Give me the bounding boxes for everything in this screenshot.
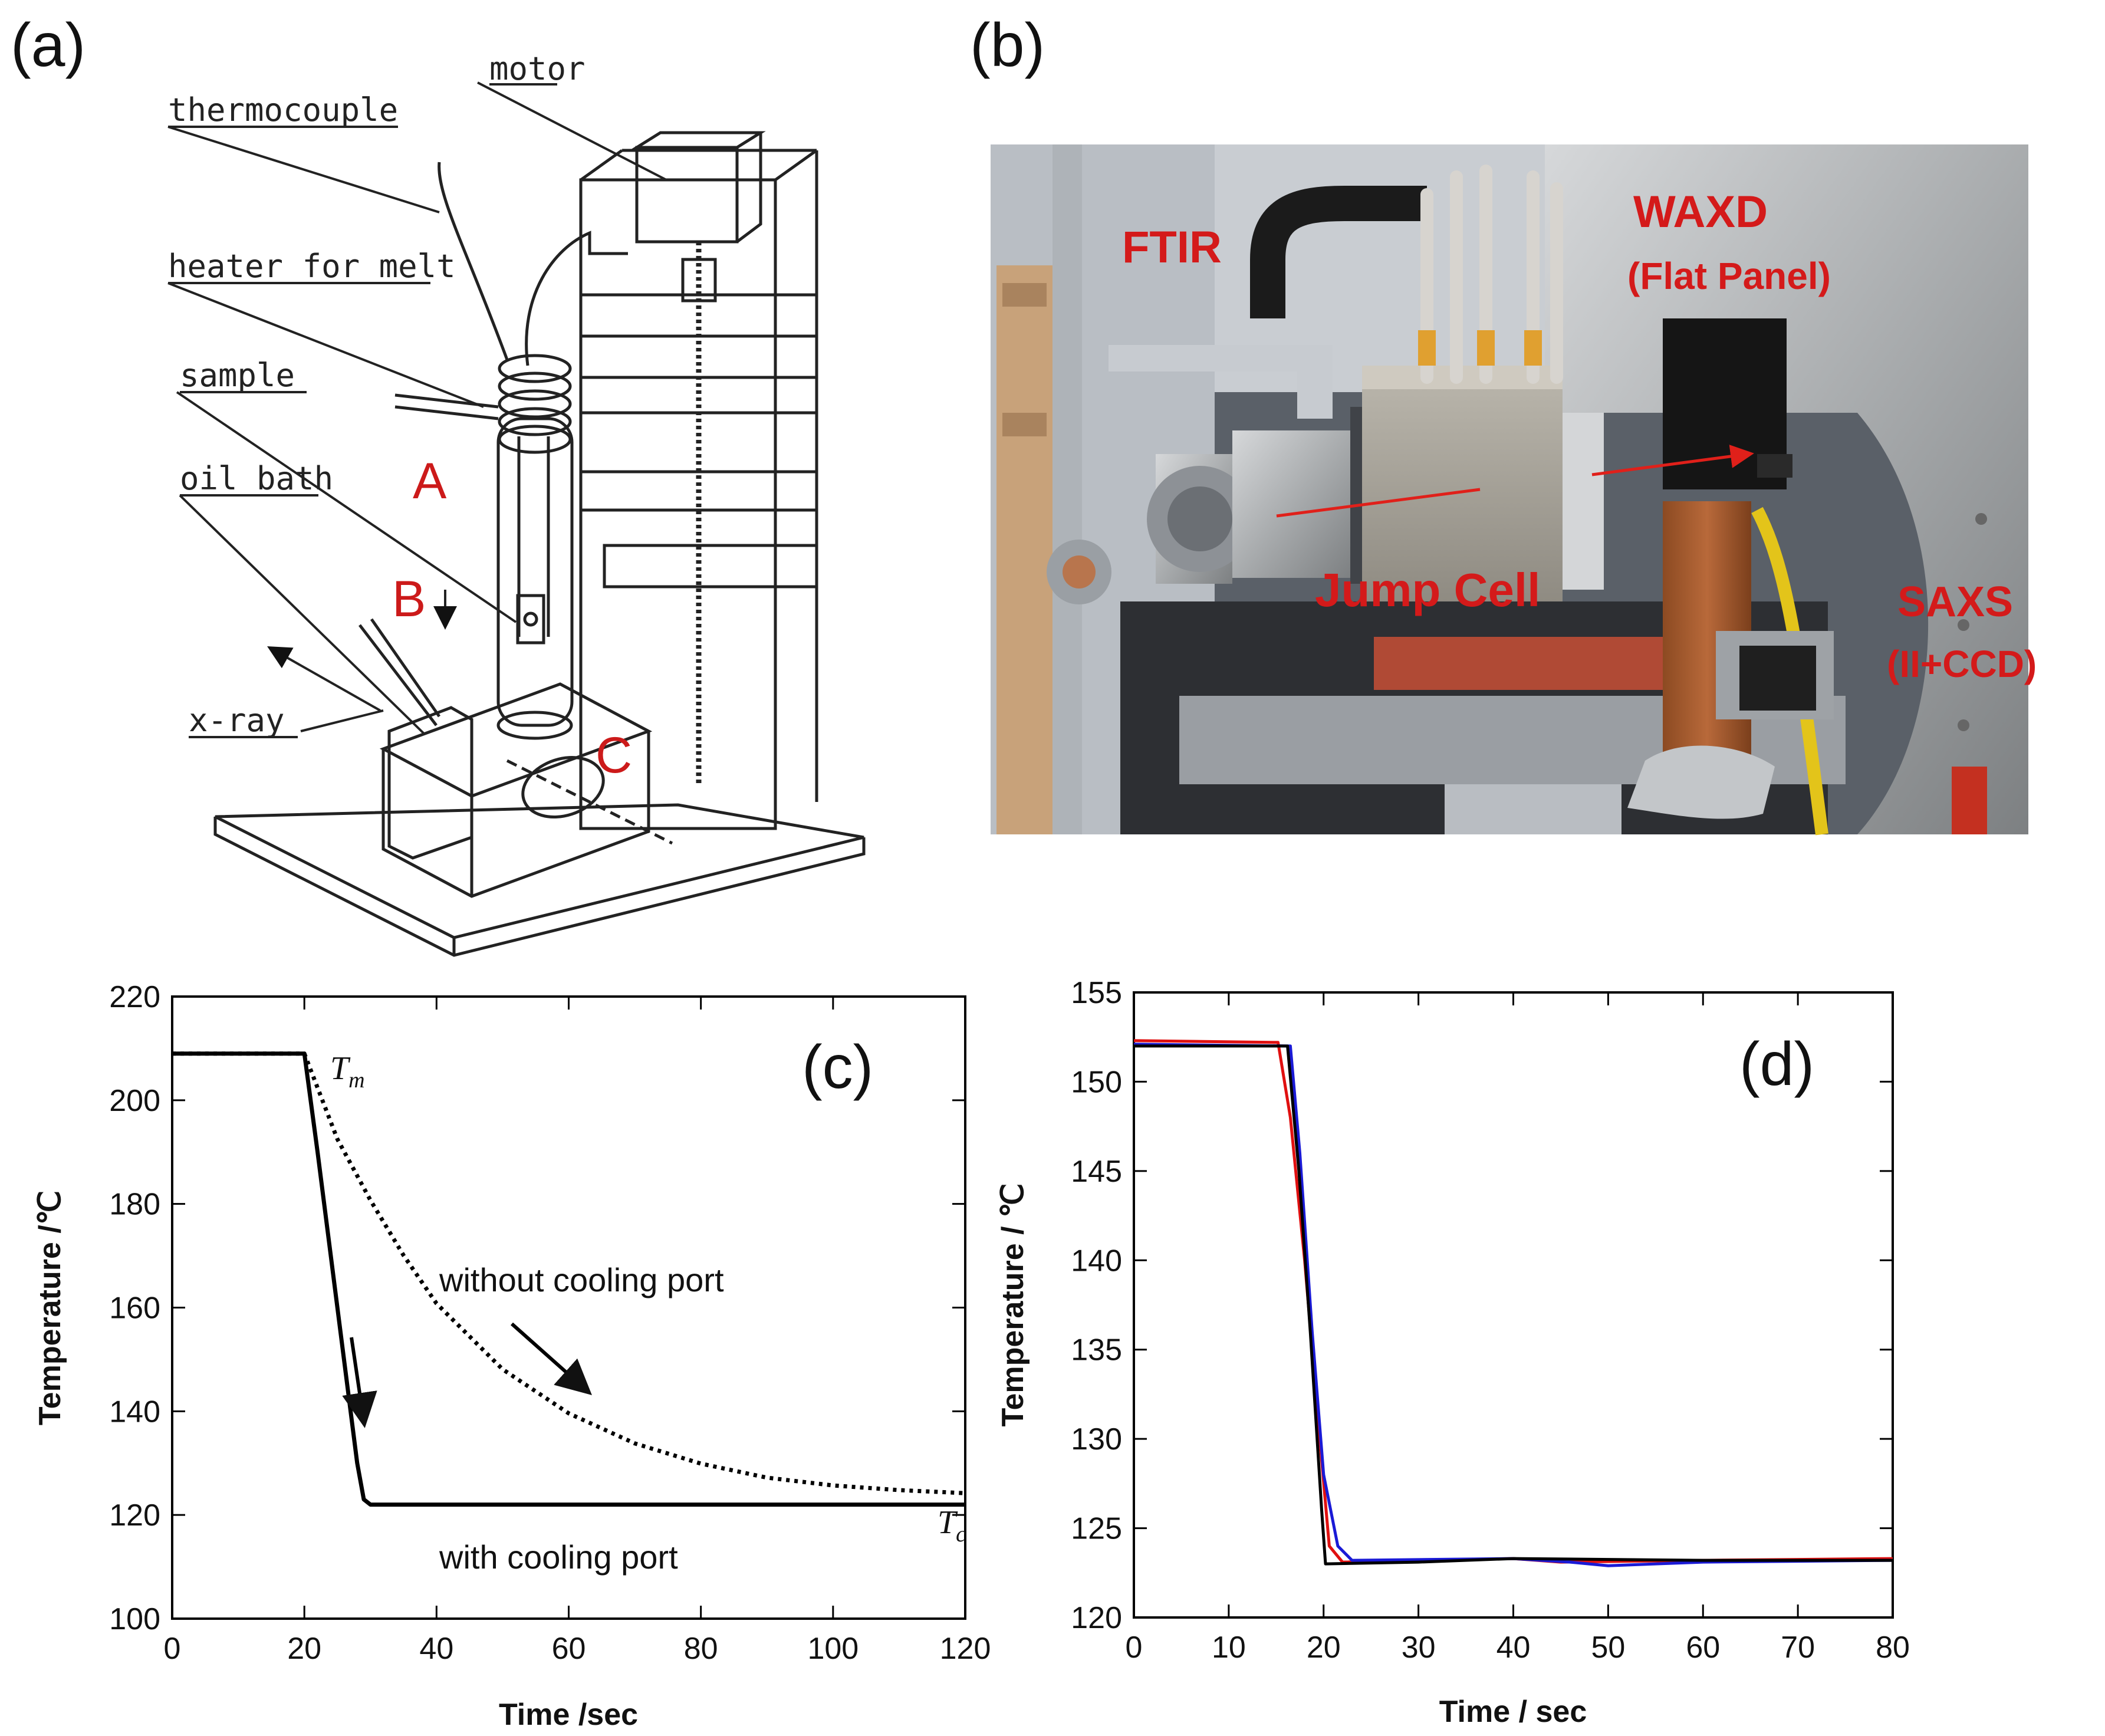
panel-b: (b) [970, 11, 2037, 836]
label-sample: sample [180, 357, 295, 394]
series-line-1 [172, 1051, 966, 1495]
annotation-without-cooling: without cooling port [439, 1261, 724, 1298]
setup-photo [991, 144, 2028, 836]
label-motor: motor [489, 50, 586, 87]
label-ii-ccd: (II+CCD) [1887, 643, 2037, 685]
chart-d-xlabel: Time / sec [1439, 1695, 1587, 1729]
chart-d-panel-label: (d) [1739, 1030, 1814, 1099]
label-saxs: SAXS [1897, 578, 2013, 626]
callout-lines [167, 81, 667, 735]
chart-d-series [1133, 1039, 1893, 1567]
y-tick-label: 220 [109, 980, 160, 1014]
y-tick-label: 155 [1071, 976, 1122, 1010]
label-jump-cell: Jump Cell [1315, 564, 1540, 616]
chart-c-xlabel: Time /sec [499, 1698, 638, 1732]
label-heater-for-melt: heater for melt [168, 248, 456, 285]
label-waxd: WAXD [1633, 187, 1768, 237]
x-tick-label: 40 [419, 1632, 453, 1666]
label-oil-bath: oil bath [180, 460, 333, 497]
x-tick-label: 20 [1307, 1630, 1341, 1665]
chart-d: 0 10 20 30 40 50 60 70 80 120 125 130 135 140 145 150 15… [996, 976, 1910, 1729]
y-tick-label: 150 [1071, 1065, 1122, 1099]
x-tick-label: 60 [552, 1632, 586, 1666]
chart-c: 0 20 40 60 80 100 120 100 120 140 160 180 200 220 (c)… [33, 980, 991, 1732]
x-tick-label: 80 [684, 1632, 718, 1666]
x-tick-label: 0 [164, 1632, 181, 1666]
letter-A: A [413, 453, 447, 509]
y-tick-label: 180 [109, 1188, 160, 1222]
chart-d-tick-labels: 0 10 20 30 40 50 60 70 80 120 125 130 135 140 145 150 15… [1071, 976, 1910, 1665]
arrow-with-cooling [342, 1337, 377, 1428]
label-ftir: FTIR [1122, 222, 1222, 272]
y-tick-label: 120 [109, 1498, 160, 1533]
arrow-without-cooling [511, 1322, 592, 1395]
y-tick-label: 140 [109, 1395, 160, 1429]
chart-d-ticks [1133, 991, 1894, 1619]
x-tick-label: 50 [1591, 1630, 1625, 1665]
callout-labels: motor thermocouple heater for melt sampl… [168, 50, 586, 739]
chart-c-series [172, 1051, 966, 1507]
x-tick-label: 30 [1402, 1630, 1436, 1665]
series-line-2 [1134, 1044, 1893, 1566]
panel-a-label: (a) [11, 11, 85, 80]
y-tick-label: 140 [1071, 1244, 1122, 1278]
label-x-ray: x-ray [189, 702, 285, 739]
y-tick-label: 200 [109, 1084, 160, 1118]
y-tick-label: 120 [1071, 1601, 1122, 1635]
x-tick-label: 80 [1876, 1630, 1910, 1665]
y-tick-label: 135 [1071, 1333, 1122, 1367]
x-tick-label: 20 [287, 1632, 321, 1666]
y-tick-label: 160 [109, 1291, 160, 1326]
x-tick-label: 60 [1686, 1630, 1720, 1665]
letter-C: C [596, 727, 632, 784]
series-line-1 [1133, 1043, 1893, 1567]
series-line-0 [172, 1051, 965, 1507]
chart-c-tick-labels: 0 20 40 60 80 100 120 100 120 140 160 180 200 220 [109, 980, 991, 1666]
letter-B: B [392, 571, 426, 627]
chart-c-ylabel: Temperature /℃ [33, 1191, 67, 1425]
label-flat-panel: (Flat Panel) [1627, 255, 1831, 297]
chart-c-ticks [171, 995, 966, 1620]
motor-box [635, 146, 739, 244]
chart-c-panel-label: (c) [802, 1033, 873, 1102]
annotation-tc: Tc [938, 1504, 966, 1547]
y-tick-label: 100 [109, 1602, 160, 1636]
chart-d-frame [1133, 991, 1894, 1619]
y-tick-label: 125 [1071, 1512, 1122, 1546]
series-line-0 [1133, 1039, 1893, 1564]
x-tick-label: 40 [1496, 1630, 1531, 1665]
x-tick-label: 100 [807, 1632, 859, 1666]
x-tick-label: 120 [940, 1632, 991, 1666]
y-tick-label: 130 [1071, 1422, 1122, 1456]
photo-labels: FTIR WAXD (Flat Panel) Jump Cell SAXS (I… [1122, 187, 2037, 685]
annotation-with-cooling: with cooling port [439, 1538, 678, 1576]
annotation-tm: Tm [330, 1050, 365, 1093]
x-tick-label: 10 [1212, 1630, 1246, 1665]
label-thermocouple: thermocouple [168, 91, 398, 129]
panel-a: (a) [11, 11, 866, 957]
panel-b-label: (b) [970, 11, 1045, 80]
y-tick-label: 145 [1071, 1155, 1122, 1189]
x-tick-label: 0 [1126, 1630, 1143, 1665]
x-tick-label: 70 [1781, 1630, 1815, 1665]
apparatus-sketch [213, 131, 866, 957]
chart-d-ylabel: Temperature / ℃ [996, 1183, 1030, 1427]
